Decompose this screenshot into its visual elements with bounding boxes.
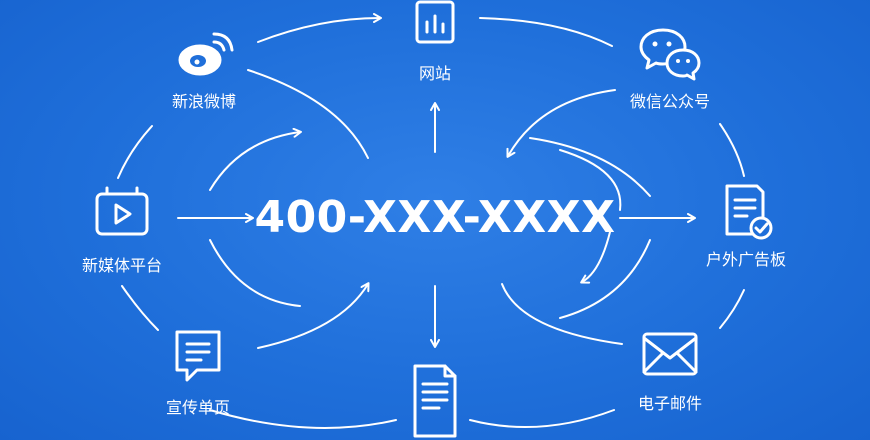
node-weibo: 新浪微博 [152,28,256,112]
chat-document-icon [175,330,221,382]
node-flyer: 宣传单页 [146,328,250,418]
website-label: 网站 [418,64,451,83]
node-wechat: 微信公众号 [615,26,725,112]
envelope-icon [642,332,698,376]
node-email: 电子邮件 [618,330,722,414]
arc-wechat-inner [529,137,651,197]
node-website: 网站 [395,0,475,84]
document-check-icon [725,184,773,240]
video-player-icon [95,186,149,236]
arc-weibo-inner [247,69,369,159]
arrow-weibo-to-website [257,13,382,43]
document-icon [413,364,457,438]
arc-left-lower [209,239,301,307]
node-outdoor: 户外广告板 [690,182,802,270]
email-label: 电子邮件 [637,394,702,413]
arrow-wechat-to-center [506,89,616,158]
arc-website-to-wechat [479,17,613,47]
arc-newmedia-to-flyer [121,285,159,331]
bar-chart-window-icon [415,0,455,44]
weibo-icon [178,32,234,76]
arc-right-lower [559,239,651,319]
arc-wechat-to-outdoor [719,123,745,177]
phone-number: 400-XXX-XXXX [254,192,616,243]
arc-outdoor-to-email [719,289,745,329]
arc-email-inner [501,283,623,345]
arc-weibo-to-newmedia [117,125,153,179]
arc-print-to-email [469,409,615,429]
arrow-flyer-to-center [257,282,370,349]
node-print [405,362,465,440]
arc-right-swirl [559,149,622,211]
node-new-media: 新媒体平台 [66,186,178,276]
new-media-label: 新媒体平台 [81,256,162,275]
weibo-label: 新浪微博 [171,92,236,111]
wechat-label: 微信公众号 [629,92,710,111]
flyer-label: 宣传单页 [165,398,230,417]
arc-flyer-to-print [209,409,397,429]
arrow-swirl-down [580,231,611,284]
wechat-icon [639,28,701,81]
outdoor-label: 户外广告板 [705,250,786,269]
arrow-weibo-to-center [209,127,302,191]
